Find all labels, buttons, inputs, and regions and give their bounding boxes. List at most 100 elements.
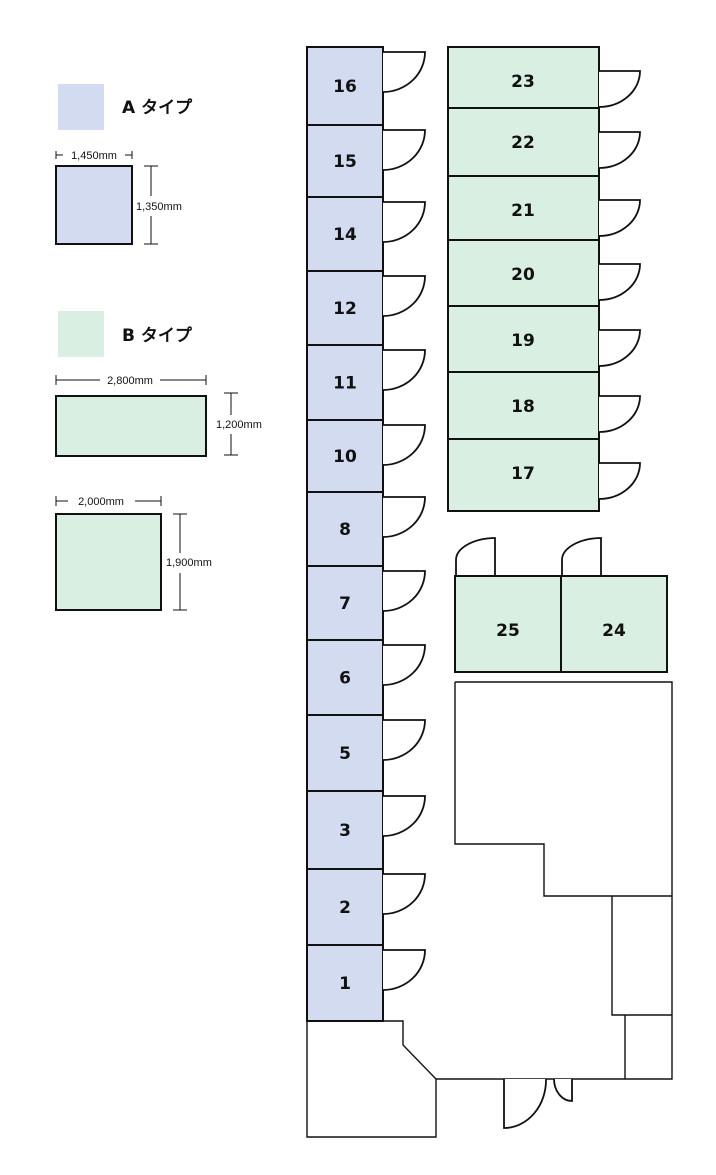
unit-number: 24 xyxy=(602,621,626,641)
unit-number: 23 xyxy=(511,72,535,92)
door-icon xyxy=(382,719,426,761)
legend-type-b-size2-height: 1,900mm xyxy=(166,557,212,569)
unit-box xyxy=(447,371,600,440)
unit-12[interactable]: 12 xyxy=(306,270,426,346)
unit-box xyxy=(447,239,600,307)
legend-type-a-title: A タイプ xyxy=(122,97,193,118)
door-icon xyxy=(455,537,496,576)
unit-number: 12 xyxy=(333,299,357,319)
unit-number: 11 xyxy=(333,374,357,394)
legend-type-b-title: B タイプ xyxy=(122,325,193,346)
unit-18[interactable]: 18 xyxy=(447,371,641,440)
door-icon xyxy=(598,462,641,500)
b-type-pair: 25 24 xyxy=(454,537,668,673)
dim-line xyxy=(55,151,133,159)
unit-number: 8 xyxy=(339,520,351,540)
unit-box xyxy=(447,175,600,241)
unit-16[interactable]: 16 xyxy=(306,46,426,126)
unit-box xyxy=(560,575,668,673)
unit-3[interactable]: 3 xyxy=(306,790,426,870)
legend-type-a-box xyxy=(55,165,133,245)
unit-number: 17 xyxy=(511,464,535,484)
unit-number: 22 xyxy=(511,133,535,153)
unit-number: 2 xyxy=(339,898,351,918)
building-walls xyxy=(306,681,673,1138)
door-icon xyxy=(382,51,426,93)
entrance-door-right xyxy=(553,1078,573,1102)
unit-number: 3 xyxy=(339,821,351,841)
unit-box xyxy=(447,107,600,177)
unit-24[interactable]: 24 xyxy=(560,537,668,673)
door-icon xyxy=(382,424,426,466)
service-block-inner xyxy=(454,682,672,897)
door-icon xyxy=(598,70,641,108)
unit-7[interactable]: 7 xyxy=(306,565,426,641)
unit-box xyxy=(306,639,384,716)
unit-box xyxy=(447,438,600,512)
unit-number: 21 xyxy=(511,201,535,221)
unit-box xyxy=(306,344,384,421)
door-icon xyxy=(382,201,426,243)
unit-number: 16 xyxy=(333,77,357,97)
unit-23[interactable]: 23 xyxy=(447,46,641,109)
door-icon xyxy=(598,395,641,433)
unit-number: 14 xyxy=(333,225,357,245)
door-icon xyxy=(598,263,641,301)
unit-box xyxy=(306,944,384,1022)
door-icon xyxy=(382,795,426,837)
unit-number: 7 xyxy=(339,594,351,614)
unit-19[interactable]: 19 xyxy=(447,305,641,373)
legend-type-b-size1-width: 2,800mm xyxy=(107,375,153,387)
door-icon xyxy=(382,644,426,686)
legend-type-b: B タイプ 2,800mm 1,200mm 2,000mm 1,900mm xyxy=(55,311,262,611)
unit-14[interactable]: 14 xyxy=(306,196,426,272)
unit-box xyxy=(447,46,600,109)
service-block-outline xyxy=(436,681,673,1080)
legend-type-b-swatch xyxy=(58,311,104,357)
door-icon xyxy=(382,349,426,391)
legend-type-b-size2-width: 2,000mm xyxy=(78,496,124,508)
unit-box xyxy=(454,575,562,673)
unit-25[interactable]: 25 xyxy=(454,537,562,673)
unit-number: 15 xyxy=(333,152,357,172)
dim-line xyxy=(173,513,187,611)
door-icon xyxy=(382,873,426,915)
dim-line xyxy=(144,165,158,245)
door-icon xyxy=(598,199,641,237)
dim-line xyxy=(55,375,207,385)
unit-number: 1 xyxy=(339,974,351,994)
unit-5[interactable]: 5 xyxy=(306,714,426,792)
door-icon xyxy=(598,131,641,169)
unit-2[interactable]: 2 xyxy=(306,868,426,946)
door-icon xyxy=(598,329,641,367)
legend-type-b-box-2 xyxy=(55,513,162,611)
unit-number: 25 xyxy=(496,621,520,641)
entrance-door-left xyxy=(503,1078,547,1129)
unit-10[interactable]: 10 xyxy=(306,419,426,493)
unit-17[interactable]: 17 xyxy=(447,438,641,512)
unit-22[interactable]: 22 xyxy=(447,107,641,177)
room-bottom-left xyxy=(306,1020,437,1138)
door-icon xyxy=(382,129,426,171)
unit-6[interactable]: 6 xyxy=(306,639,426,716)
door-icon xyxy=(382,496,426,538)
legend-type-a-swatch xyxy=(58,84,104,130)
legend-type-a: A タイプ 1,450mm 1,350mm xyxy=(55,84,193,245)
unit-number: 19 xyxy=(511,331,535,351)
unit-15[interactable]: 15 xyxy=(306,124,426,198)
legend-type-b-box-1 xyxy=(55,395,207,457)
a-type-column: 16 15 14 12 11 10 8 7 6 5 3 2 1 xyxy=(306,46,426,1022)
unit-21[interactable]: 21 xyxy=(447,175,641,241)
unit-1[interactable]: 1 xyxy=(306,944,426,1022)
unit-11[interactable]: 11 xyxy=(306,344,426,421)
b-type-column: 23 22 21 20 19 18 17 xyxy=(447,46,641,512)
service-room xyxy=(611,896,672,1016)
unit-number: 10 xyxy=(333,447,357,467)
unit-20[interactable]: 20 xyxy=(447,239,641,307)
unit-number: 20 xyxy=(511,265,535,285)
door-icon xyxy=(382,275,426,317)
unit-number: 5 xyxy=(339,744,351,764)
legend-type-a-width: 1,450mm xyxy=(71,150,117,162)
unit-8[interactable]: 8 xyxy=(306,491,426,567)
